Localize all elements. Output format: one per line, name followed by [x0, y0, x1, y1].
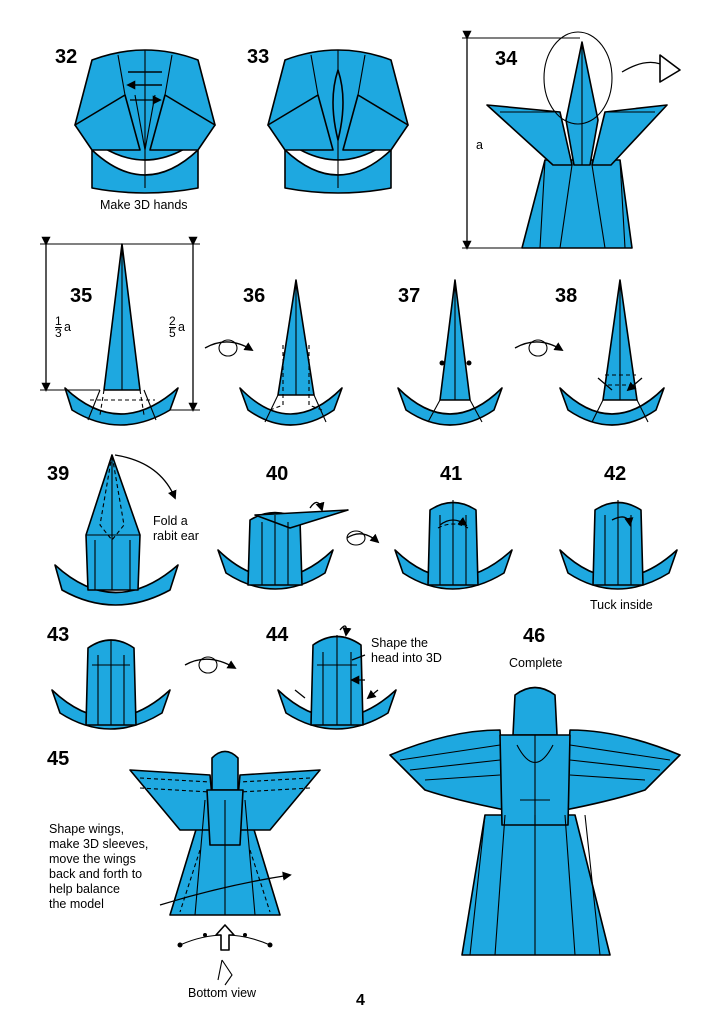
dimension-two-fifths-var: a [178, 320, 185, 334]
caption-shape-wings: Shape wings, make 3D sleeves, move the w… [49, 822, 149, 911]
step-36-figure [204, 279, 343, 426]
step-43-number: 43 [47, 624, 70, 646]
step-45-figure [129, 750, 321, 986]
step-37-figure [397, 279, 503, 426]
step-46-number: 46 [523, 625, 546, 647]
caption-shape-head: Shape the head into 3D [371, 636, 442, 665]
step-32-number: 32 [55, 46, 78, 68]
step-35-number: 35 [70, 285, 93, 307]
step-34-number: 34 [495, 48, 518, 70]
step-38-figure [514, 279, 665, 426]
step-35-figure [40, 236, 200, 426]
dimension-a-label: a [476, 138, 483, 152]
caption-rabbit-ear: Fold a rabit ear [153, 514, 199, 543]
step-39-number: 39 [47, 463, 70, 485]
step-39-figure [54, 454, 179, 606]
step-36-number: 36 [243, 285, 266, 307]
page-number: 4 [356, 992, 365, 1009]
step-42-number: 42 [604, 463, 627, 485]
step-43-figure [51, 639, 237, 730]
step-40-figure [217, 501, 380, 590]
caption-bottom-view: Bottom view [188, 986, 257, 1000]
step-38-number: 38 [555, 285, 578, 307]
step-44-figure [277, 625, 397, 730]
caption-complete: Complete [509, 656, 563, 670]
dimension-one-third-var: a [64, 320, 71, 334]
step-34-figure [462, 30, 681, 250]
step-33-figure [267, 49, 409, 194]
step-41-number: 41 [440, 463, 463, 485]
step-44-number: 44 [266, 624, 289, 646]
step-45-number: 45 [47, 748, 70, 770]
caption-make-3d-hands: Make 3D hands [100, 198, 188, 212]
step-41-figure [394, 500, 513, 590]
step-33-number: 33 [247, 46, 270, 68]
caption-tuck-inside: Tuck inside [590, 598, 653, 612]
step-32-figure [74, 49, 216, 194]
step-42-figure [559, 500, 678, 590]
step-46-figure [389, 686, 681, 956]
step-37-number: 37 [398, 285, 421, 307]
step-40-number: 40 [266, 463, 289, 485]
